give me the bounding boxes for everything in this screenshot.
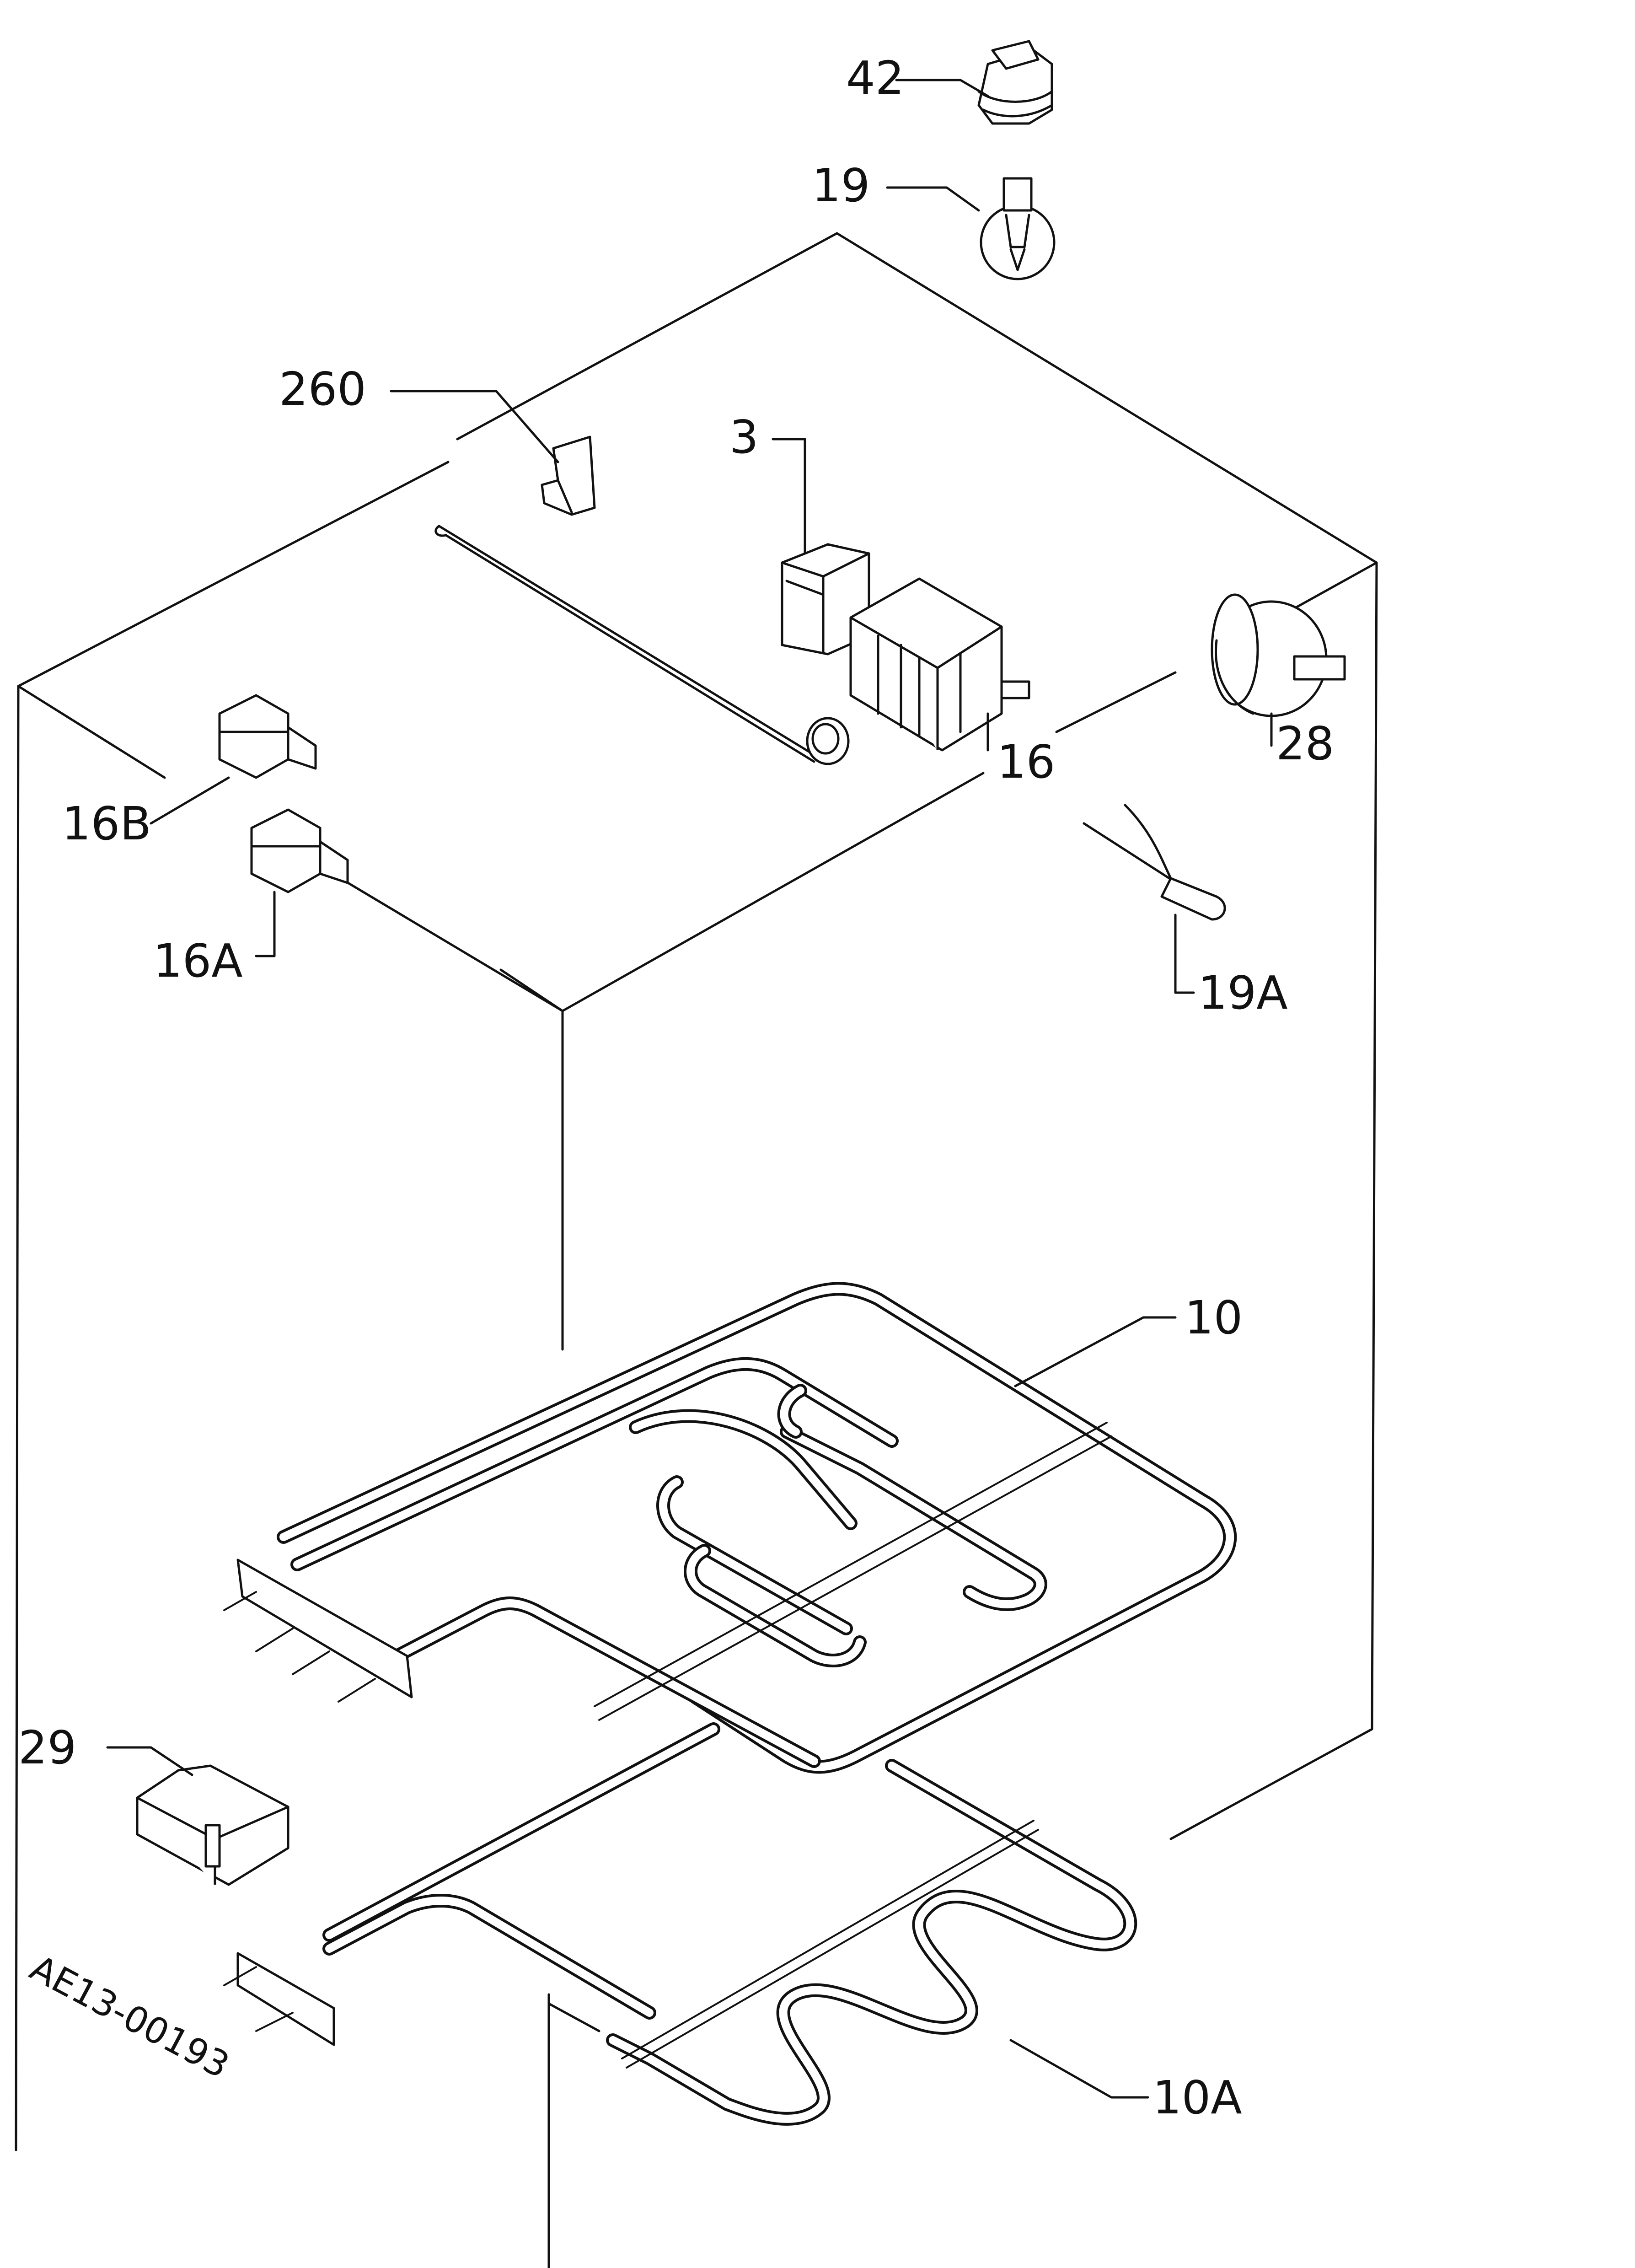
grill-element-10: [223, 1282, 1237, 1774]
part-label-3: 3: [729, 410, 759, 464]
part-label-19: 19: [812, 159, 870, 212]
part-label-10a: 10A: [1153, 2071, 1242, 2124]
push-switch-16a: [250, 808, 349, 893]
lamp-holder-42: [977, 40, 1053, 125]
part-label-16b: 16B: [62, 797, 151, 850]
bulb-19: [980, 177, 1056, 280]
capillary-tube: [434, 525, 850, 765]
terminal-block-29: [136, 1764, 289, 1886]
clip-260: [541, 435, 596, 516]
part-label-28: 28: [1276, 717, 1334, 770]
drawing-code: AE13-00193: [23, 1947, 236, 2086]
part-label-260: 260: [279, 362, 366, 416]
probe-19a: [1083, 804, 1226, 921]
selector-switch-16: [849, 577, 1030, 752]
part-label-29: 29: [18, 1721, 76, 1774]
part-label-16: 16: [997, 735, 1055, 789]
part-label-42: 42: [846, 51, 904, 105]
cabinet-outline: [15, 232, 1378, 2268]
leader-lines: [106, 79, 1273, 2099]
part-label-19a: 19A: [1198, 966, 1288, 1020]
part-label-16a: 16A: [153, 934, 243, 988]
part-label-10: 10: [1185, 1291, 1243, 1344]
bottom-element-10a: [223, 1722, 1137, 2126]
thermostat-28: [1211, 593, 1346, 717]
push-switch-16b: [218, 694, 317, 779]
